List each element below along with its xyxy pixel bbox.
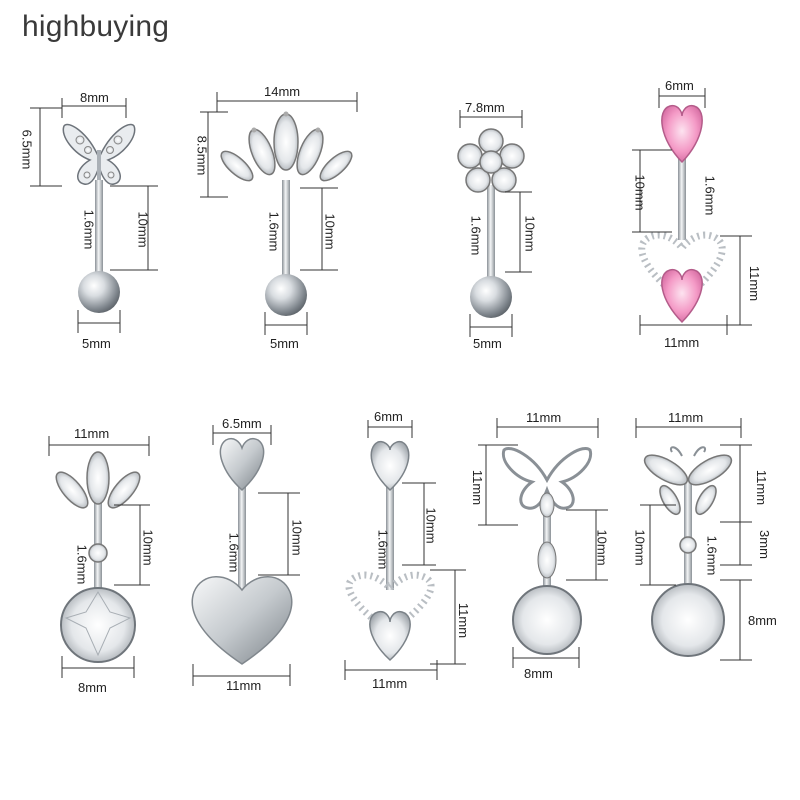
- p1-bar-label: 10mm: [135, 211, 151, 248]
- p6-bar-label: 10mm: [289, 519, 305, 556]
- butterfly-icon: [62, 123, 136, 313]
- p1-ball-label: 5mm: [82, 336, 111, 351]
- pink-heart-icon: [638, 104, 726, 324]
- p3-bar-label: 10mm: [522, 215, 538, 252]
- p5-bar-label: 10mm: [140, 529, 156, 566]
- p9-link-label: 3mm: [756, 530, 772, 559]
- p1-gauge-label: 1.6mm: [81, 209, 97, 250]
- p8-width-label: 11mm: [526, 410, 562, 425]
- p5-gauge-label: 1.6mm: [74, 544, 90, 585]
- p2-bar-label: 10mm: [322, 213, 338, 250]
- p9-gauge-label: 1.6mm: [704, 535, 720, 576]
- p9-height-label: 11mm: [754, 469, 770, 506]
- crown-icon: [220, 111, 353, 316]
- p5-stone-label: 8mm: [78, 680, 107, 695]
- p7-gauge-label: 1.6mm: [375, 529, 391, 570]
- p4-dangle-width-label: 11mm: [664, 335, 700, 350]
- p5-width-label: 11mm: [74, 426, 110, 441]
- butterfly-dangle-icon: [643, 446, 733, 657]
- p2-height-label: 8.5mm: [194, 135, 210, 176]
- p7-dangle-height-label: 11mm: [456, 602, 472, 639]
- p2-width-label: 14mm: [264, 84, 301, 99]
- p1-height-label: 6.5mm: [19, 129, 35, 170]
- p3-width-label: 7.8mm: [465, 100, 505, 115]
- heart-icon: [191, 437, 293, 665]
- p3-gauge-label: 1.6mm: [468, 215, 484, 256]
- p8-bar-label: 10mm: [594, 529, 610, 566]
- p6-top-width-label: 6.5mm: [222, 416, 262, 431]
- brand-watermark: highbuying: [22, 10, 170, 43]
- p1-width-label: 8mm: [80, 90, 109, 105]
- p8-height-label: 11mm: [470, 469, 486, 506]
- crown-dangle-icon: [55, 451, 141, 663]
- p9-width-label: 11mm: [668, 410, 704, 425]
- p2-ball-label: 5mm: [270, 336, 299, 351]
- dimension-lines: [30, 88, 752, 686]
- p9-bar-label: 10mm: [632, 529, 648, 566]
- crystal-heart-icon: [345, 440, 435, 662]
- flower-icon: [457, 128, 525, 318]
- p3-ball-label: 5mm: [473, 336, 502, 351]
- p7-bar-label: 10mm: [423, 507, 439, 544]
- p7-top-width-label: 6mm: [374, 409, 403, 424]
- p4-dangle-height-label: 11mm: [747, 265, 763, 302]
- p6-gauge-label: 1.6mm: [226, 532, 242, 573]
- p7-dangle-width-label: 11mm: [372, 676, 408, 691]
- open-butterfly-icon: [501, 447, 593, 655]
- p4-top-width-label: 6mm: [665, 78, 694, 93]
- p4-bar-label: 10mm: [632, 174, 648, 211]
- p2-gauge-label: 1.6mm: [266, 211, 282, 252]
- p6-bottom-width-label: 11mm: [226, 678, 262, 693]
- p8-stone-label: 8mm: [524, 666, 553, 681]
- p4-gauge-label: 1.6mm: [702, 175, 718, 216]
- p9-stone-label: 8mm: [748, 613, 777, 628]
